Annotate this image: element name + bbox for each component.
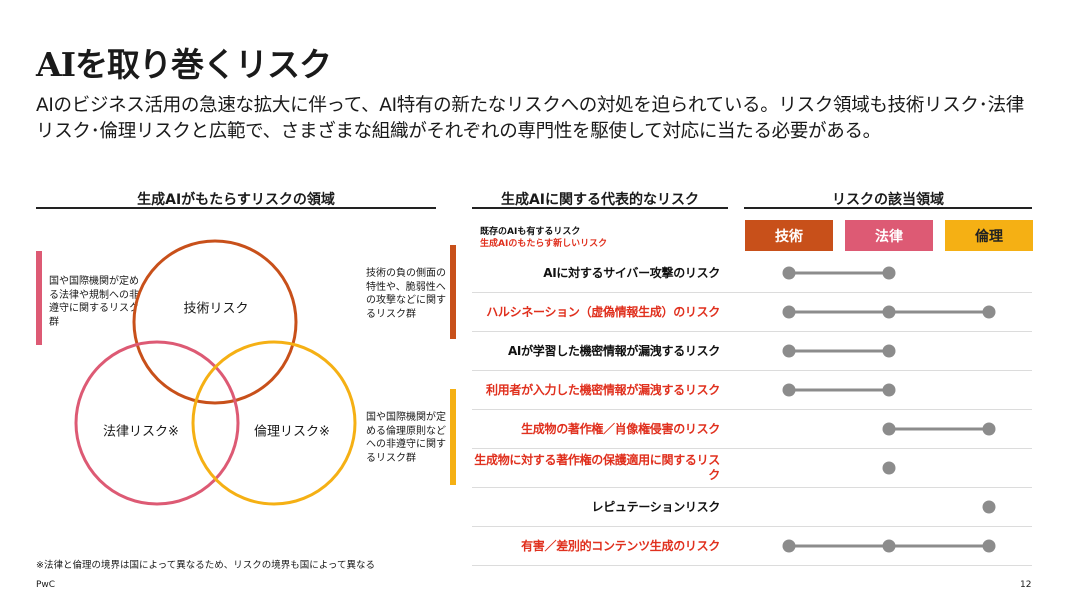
tech-note: 技術の負の側面の特性や、脆弱性への攻撃などに関するリスク群 (366, 268, 446, 320)
ethics-note: 国や国際機関が定める倫理原則などへの非遵守に関するリスク群 (366, 412, 446, 464)
domain-dot (782, 383, 796, 397)
risk-label: ハルシネーション（虚偽情報生成）のリスク (486, 304, 720, 319)
brand-label: PwC (36, 580, 56, 590)
venn-circle-ethics (191, 340, 357, 506)
page-title: AIを取り巻くリスク (36, 45, 332, 84)
risk-label: AIに対するサイバー攻撃のリスク (543, 265, 720, 280)
domain-dot (982, 500, 996, 514)
risk-table-heading: 生成AIに関する代表的なリスク (500, 192, 700, 208)
risk-row: レピュテーションリスク (472, 488, 1032, 527)
risk-row: 利用者が入力した機密情報が漏洩するリスク (472, 371, 1032, 410)
risk-row: 生成物の著作権／肖像権侵害のリスク (472, 410, 1032, 449)
risk-label: レピュテーションリスク (591, 499, 721, 514)
domain-dot (882, 461, 896, 475)
domain-dot (782, 305, 796, 319)
legend-new-risk: 生成AIのもたらす新しいリスク (480, 239, 608, 249)
domain-box-legal: 法律 (845, 220, 933, 251)
footnote: ※法律と倫理の境界は国によって異なるため、リスクの境界も国によって異なる (36, 560, 375, 571)
risk-label: 生成物の著作権／肖像権侵害のリスク (521, 421, 720, 436)
risk-label: 生成物に対する著作権の保護適用に関するリスク (474, 453, 720, 482)
risk-row: 生成物に対する著作権の保護適用に関するリスク (472, 449, 1032, 488)
risk-row: AIに対するサイバー攻撃のリスク (472, 254, 1032, 293)
risk-row: ハルシネーション（虚偽情報生成）のリスク (472, 293, 1032, 332)
venn-circle-tech (132, 239, 298, 405)
ethics-note-bar (450, 389, 456, 485)
domain-box-ethics: 倫理 (945, 220, 1033, 251)
left-panel-heading: 生成AIがもたらすリスクの領域 (137, 192, 335, 208)
venn-label-ethics: 倫理リスク※ (254, 424, 330, 440)
domain-dot (782, 539, 796, 553)
domain-dot (982, 305, 996, 319)
risk-row: AIが学習した機密情報が漏洩するリスク (472, 332, 1032, 371)
legal-note: 国や国際機関が定める法律や規制への非遵守に関するリスク群 (49, 276, 139, 328)
domain-dot (782, 344, 796, 358)
domain-dot (882, 422, 896, 436)
domains-heading: リスクの該当領域 (832, 192, 944, 208)
risk-row: 有害／差別的コンテンツ生成のリスク (472, 527, 1032, 566)
venn-label-tech: 技術リスク (183, 301, 249, 317)
domain-dot (882, 383, 896, 397)
venn-label-legal: 法律リスク※ (103, 424, 179, 440)
domain-dot (882, 305, 896, 319)
risk-table-divider (472, 207, 728, 209)
page-subtitle: AIのビジネス活用の急速な拡大に伴って、AI特有の新たなリスクへの対処を迫られて… (36, 95, 1024, 142)
risk-label: AIが学習した機密情報が漏洩するリスク (507, 343, 720, 358)
risk-label: 利用者が入力した機密情報が漏洩するリスク (485, 382, 720, 397)
domains-divider (744, 207, 1032, 209)
domain-dot (782, 266, 796, 280)
page-number: 12 (1020, 580, 1032, 590)
left-panel-divider (36, 207, 436, 209)
venn-circle-legal (74, 340, 240, 506)
legend-existing-risk: 既存のAIも有するリスク (480, 227, 581, 237)
tech-note-bar (450, 245, 456, 339)
domain-dot (882, 539, 896, 553)
domain-box-tech: 技術 (745, 220, 833, 251)
domain-dot (882, 266, 896, 280)
legal-note-bar (36, 251, 42, 345)
risk-label: 有害／差別的コンテンツ生成のリスク (521, 538, 720, 553)
domain-dot (982, 539, 996, 553)
domain-dot (882, 344, 896, 358)
domain-dot (982, 422, 996, 436)
